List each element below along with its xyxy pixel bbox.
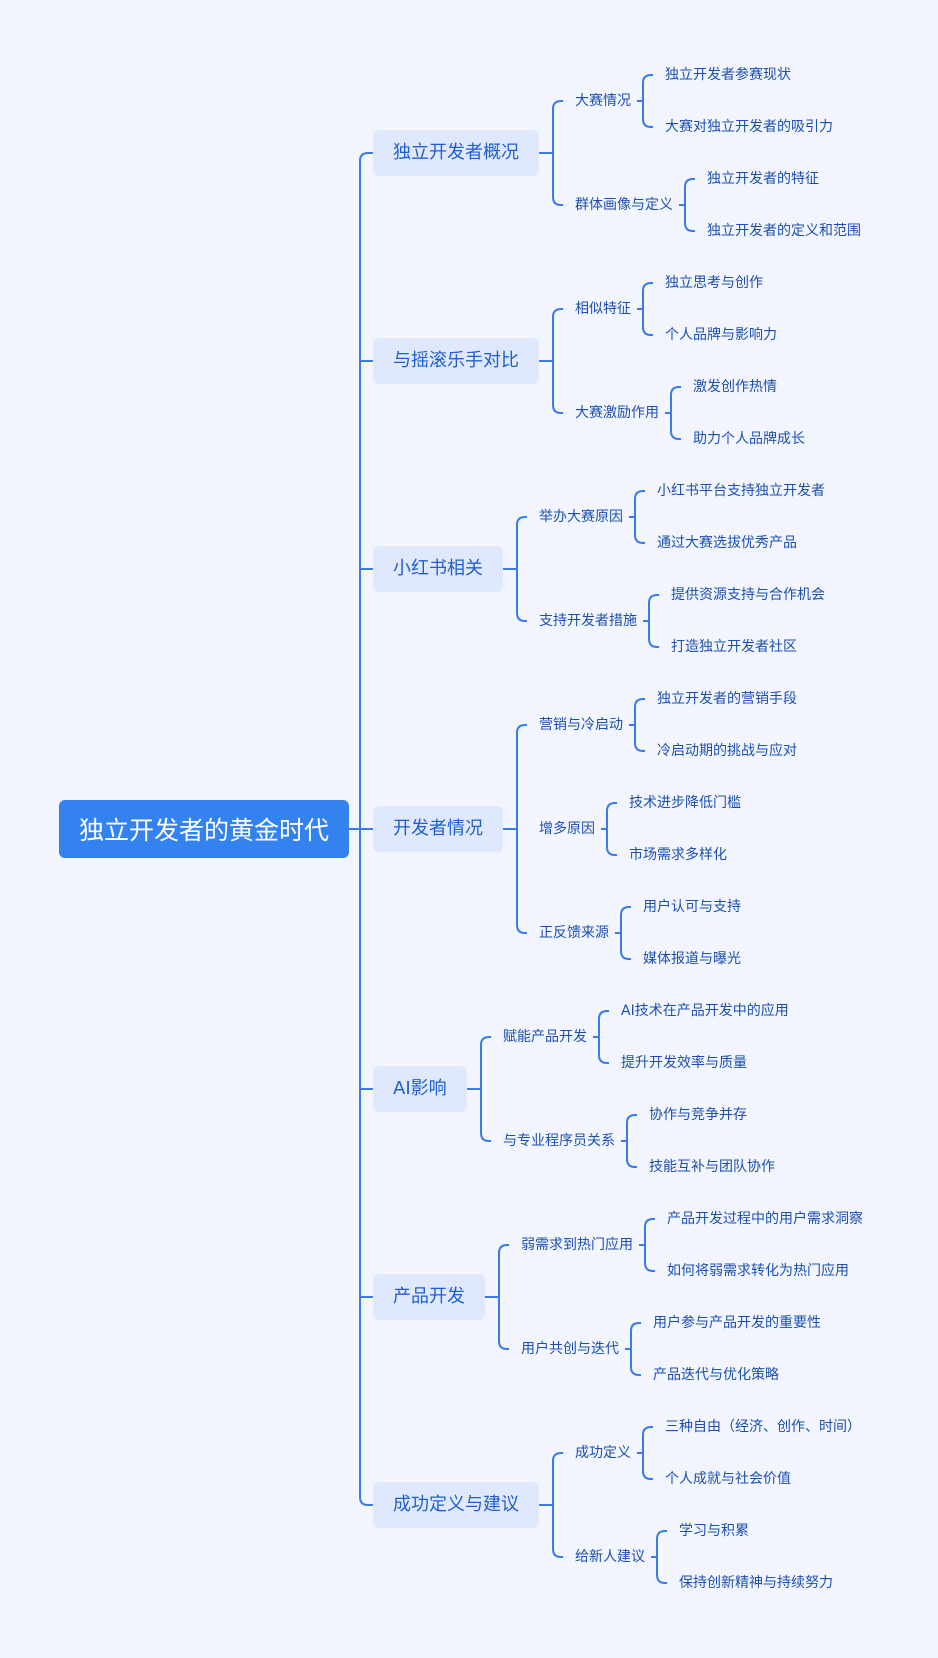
leaf-node[interactable]: 用户参与产品开发的重要性 bbox=[653, 1315, 821, 1331]
leaf-node[interactable]: 市场需求多样化 bbox=[629, 847, 727, 863]
leaf-node[interactable]: 助力个人品牌成长 bbox=[693, 431, 805, 447]
leaf-node[interactable]: 通过大赛选拔优秀产品 bbox=[657, 535, 797, 551]
sub-branch-node[interactable]: 举办大赛原因 bbox=[539, 509, 623, 525]
leaf-node[interactable]: 如何将弱需求转化为热门应用 bbox=[667, 1263, 849, 1279]
leaf-node[interactable]: 三种自由（经济、创作、时间） bbox=[665, 1419, 861, 1435]
leaf-node[interactable]: 提升开发效率与质量 bbox=[621, 1055, 747, 1071]
leaf-node[interactable]: 产品开发过程中的用户需求洞察 bbox=[667, 1211, 863, 1227]
leaf-node[interactable]: 技能互补与团队协作 bbox=[649, 1159, 775, 1175]
branch-node[interactable]: 独立开发者概况 bbox=[373, 130, 539, 176]
branch-node[interactable]: 产品开发 bbox=[373, 1274, 485, 1320]
leaf-node[interactable]: 产品迭代与优化策略 bbox=[653, 1367, 779, 1383]
sub-branch-node[interactable]: 成功定义 bbox=[575, 1445, 631, 1461]
leaf-node[interactable]: 协作与竞争并存 bbox=[649, 1107, 747, 1123]
branch-node[interactable]: AI影响 bbox=[373, 1066, 467, 1112]
sub-branch-node[interactable]: 给新人建议 bbox=[575, 1549, 645, 1565]
branch-node[interactable]: 与摇滚乐手对比 bbox=[373, 338, 539, 384]
leaf-node[interactable]: 独立开发者的营销手段 bbox=[657, 691, 797, 707]
sub-branch-node[interactable]: 正反馈来源 bbox=[539, 925, 609, 941]
sub-branch-node[interactable]: 赋能产品开发 bbox=[503, 1029, 587, 1045]
leaf-node[interactable]: 冷启动期的挑战与应对 bbox=[657, 743, 797, 759]
leaf-node[interactable]: 技术进步降低门槛 bbox=[629, 795, 741, 811]
sub-branch-node[interactable]: 与专业程序员关系 bbox=[503, 1133, 615, 1149]
leaf-node[interactable]: 独立思考与创作 bbox=[665, 275, 763, 291]
leaf-node[interactable]: 个人成就与社会价值 bbox=[665, 1471, 791, 1487]
leaf-node[interactable]: AI技术在产品开发中的应用 bbox=[621, 1003, 789, 1019]
leaf-node[interactable]: 提供资源支持与合作机会 bbox=[671, 587, 825, 603]
leaf-node[interactable]: 激发创作热情 bbox=[693, 379, 777, 395]
leaf-node[interactable]: 小红书平台支持独立开发者 bbox=[657, 483, 825, 499]
leaf-node[interactable]: 独立开发者的特征 bbox=[707, 171, 819, 187]
branch-node[interactable]: 成功定义与建议 bbox=[373, 1482, 539, 1528]
leaf-node[interactable]: 保持创新精神与持续努力 bbox=[679, 1575, 833, 1591]
leaf-node[interactable]: 媒体报道与曝光 bbox=[643, 951, 741, 967]
sub-branch-node[interactable]: 大赛激励作用 bbox=[575, 405, 659, 421]
branch-node[interactable]: 开发者情况 bbox=[373, 806, 503, 852]
leaf-node[interactable]: 独立开发者的定义和范围 bbox=[707, 223, 861, 239]
branch-node[interactable]: 小红书相关 bbox=[373, 546, 503, 592]
sub-branch-node[interactable]: 支持开发者措施 bbox=[539, 613, 637, 629]
sub-branch-node[interactable]: 大赛情况 bbox=[575, 93, 631, 109]
sub-branch-node[interactable]: 弱需求到热门应用 bbox=[521, 1237, 633, 1253]
leaf-node[interactable]: 大赛对独立开发者的吸引力 bbox=[665, 119, 833, 135]
leaf-node[interactable]: 独立开发者参赛现状 bbox=[665, 67, 791, 83]
leaf-node[interactable]: 打造独立开发者社区 bbox=[671, 639, 797, 655]
sub-branch-node[interactable]: 群体画像与定义 bbox=[575, 197, 673, 213]
leaf-node[interactable]: 用户认可与支持 bbox=[643, 899, 741, 915]
sub-branch-node[interactable]: 营销与冷启动 bbox=[539, 717, 623, 733]
leaf-node[interactable]: 学习与积累 bbox=[679, 1523, 749, 1539]
sub-branch-node[interactable]: 增多原因 bbox=[539, 821, 595, 837]
sub-branch-node[interactable]: 用户共创与迭代 bbox=[521, 1341, 619, 1357]
root-node[interactable]: 独立开发者的黄金时代 bbox=[59, 800, 349, 858]
leaf-node[interactable]: 个人品牌与影响力 bbox=[665, 327, 777, 343]
sub-branch-node[interactable]: 相似特征 bbox=[575, 301, 631, 317]
